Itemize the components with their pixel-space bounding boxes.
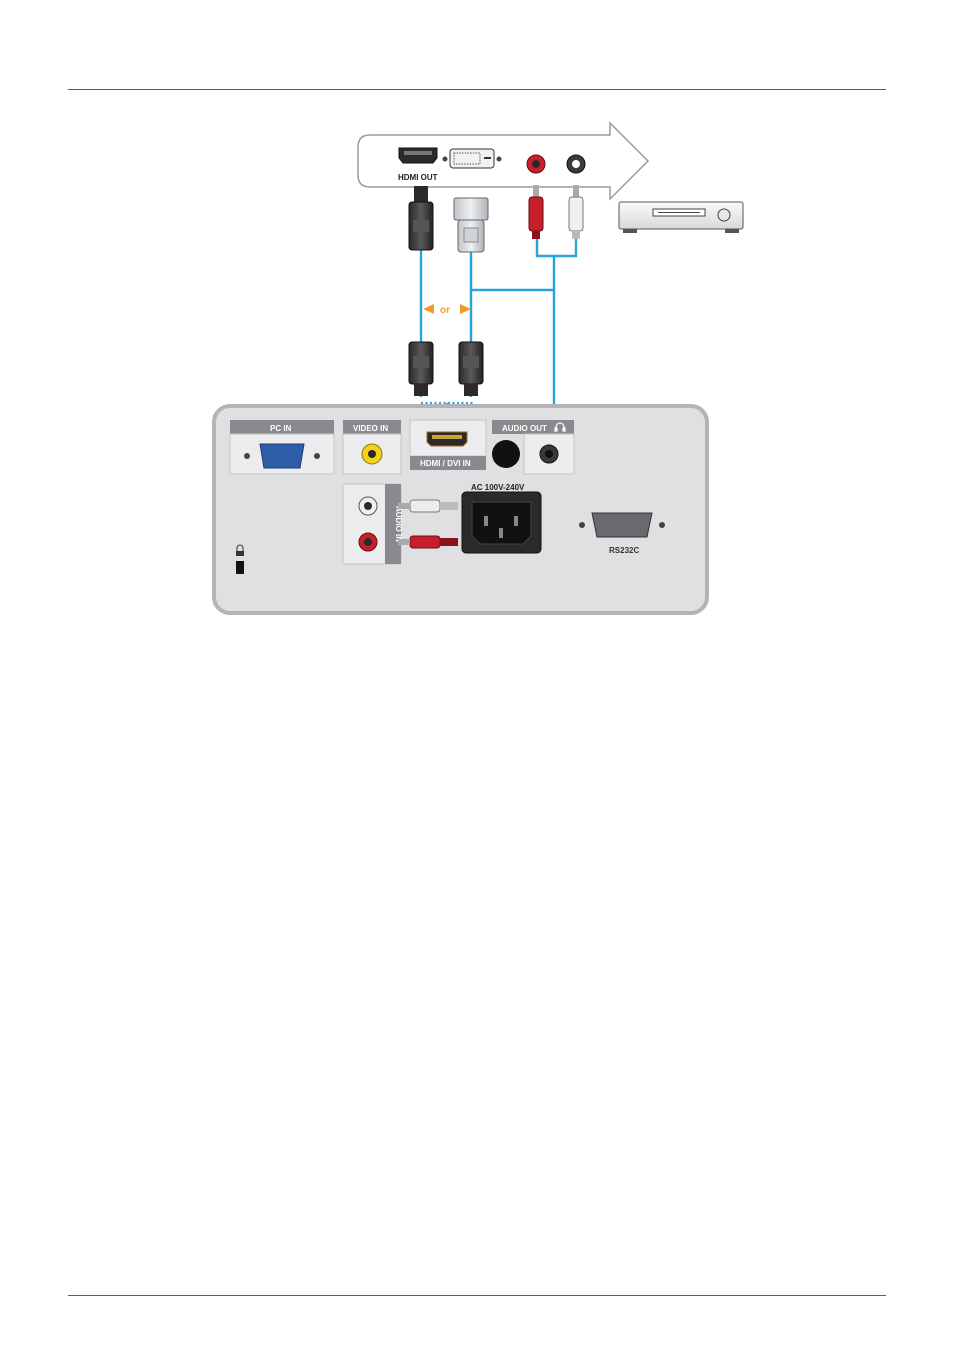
power-socket-icon [462,492,541,553]
hdmi-dvi-in-label: HDMI / DVI IN [420,459,471,468]
audio-out-label: AUDIO OUT [502,424,547,433]
pc-in-label: PC IN [270,424,292,433]
footer-rule [68,1295,886,1296]
header-rule [68,89,886,90]
vga-port-icon [260,444,304,468]
dvi-port-icon [443,149,502,168]
ir-sensor [492,440,520,468]
hdmi-plug-icon [409,186,433,250]
ac-power-label: AC 100V-240V [471,483,525,492]
audio-in-port [343,484,401,564]
connection-diagram: HDMI OUT or [192,120,762,625]
hdmi-plug-icon [409,342,433,396]
rca-plug-icon [529,185,583,239]
hdmi-port-icon [399,148,437,163]
audio-in-label: AUDIO IN [394,506,403,542]
video-in-label: VIDEO IN [353,424,388,433]
or-label: or [440,305,450,316]
dvi-plug-icon [454,198,488,252]
rs232c-label: RS232C [609,546,639,555]
av-device-icon [619,202,743,233]
hdmi-out-label: HDMI OUT [398,173,438,182]
hdmi-plug-icon [459,342,483,396]
